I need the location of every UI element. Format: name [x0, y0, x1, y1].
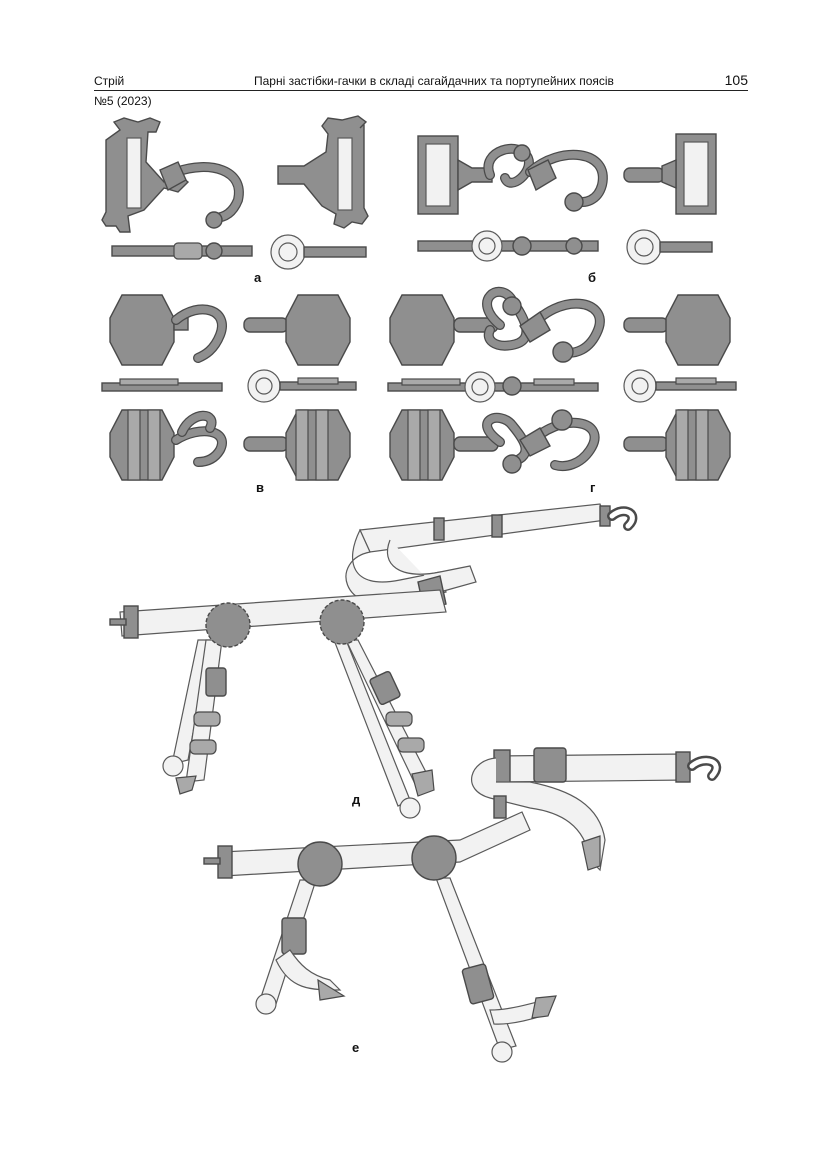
clasp-b-right — [525, 133, 717, 215]
label-g: г — [590, 480, 596, 495]
journal-name: Стрій — [94, 74, 125, 88]
belt-e — [203, 747, 722, 1063]
clasp-g — [387, 286, 737, 481]
clasp-v-bottom-left — [109, 409, 227, 481]
belt-d — [109, 503, 638, 819]
clasp-v-bottom-right — [243, 409, 351, 481]
page-number: 105 — [724, 72, 748, 88]
clasp-a-left-hook — [101, 117, 244, 233]
clasp-b — [417, 133, 717, 265]
running-header: Стрій Парні застібки-гачки в складі сага… — [94, 72, 748, 91]
clasp-g-bottom — [389, 409, 731, 481]
clasp-a-right-plate — [277, 115, 369, 229]
label-v: в — [256, 480, 264, 495]
clasp-g-top — [389, 286, 731, 366]
label-e: е — [352, 1040, 360, 1055]
clasp-v-side — [101, 369, 357, 403]
clasp-b-side-view — [417, 229, 713, 265]
article-title: Парні застібки-гачки в складі сагайдачни… — [254, 74, 614, 88]
label-d: д — [352, 792, 361, 807]
clasp-g-side — [387, 369, 737, 403]
label-b: б — [588, 270, 597, 285]
clasp-a — [101, 115, 369, 270]
clasp-a-side-view — [111, 234, 367, 270]
label-a: а — [254, 270, 262, 285]
issue-number: №5 (2023) — [94, 94, 152, 108]
clasp-v — [101, 294, 357, 481]
clasp-b-left — [417, 135, 534, 215]
clasp-v-top-left — [109, 294, 227, 366]
clasp-v-top-right — [243, 294, 351, 366]
